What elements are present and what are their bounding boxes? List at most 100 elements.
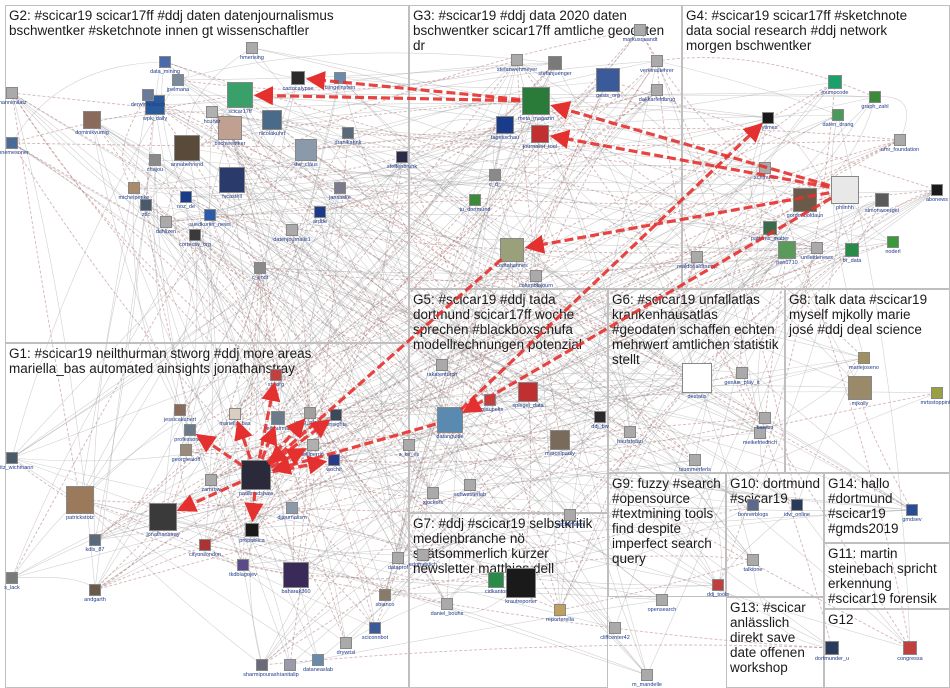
node-avatar-the-claus[interactable]: [295, 139, 317, 161]
node-avatar-tagesschau[interactable]: [496, 116, 514, 134]
node-avatar-schwesterlab[interactable]: [464, 479, 476, 491]
node-avatar-s-lack[interactable]: [6, 572, 18, 584]
node-avatar-journalist-tool[interactable]: [531, 125, 549, 143]
node-avatar-noz-de[interactable]: [180, 191, 192, 203]
node-avatar-jansaske[interactable]: [334, 182, 346, 194]
node-avatar-mariella-bas[interactable]: [229, 408, 241, 420]
node-avatar-data-mining[interactable]: [159, 56, 171, 68]
node-avatar-propublica[interactable]: [245, 523, 259, 537]
node-avatar-genius-play-it[interactable]: [736, 367, 748, 379]
node-avatar-haufstefan[interactable]: [624, 426, 636, 438]
node-avatar-krautreporter[interactable]: [506, 568, 536, 598]
node-avatar-destatis[interactable]: [682, 363, 712, 393]
node-avatar-cityunilondon[interactable]: [199, 539, 211, 551]
node-avatar-sciconnbot[interactable]: [369, 622, 381, 634]
node-avatar-m-mandelle[interactable]: [641, 669, 653, 681]
node-avatar-mjkolly[interactable]: [848, 376, 872, 400]
node-avatar-unileidenews[interactable]: [811, 242, 823, 254]
node-avatar-kdls-87[interactable]: [89, 534, 101, 546]
node-avatar-datanguide[interactable]: [437, 407, 463, 433]
node-avatar-mannimilatz[interactable]: [6, 87, 18, 99]
node-avatar-scicar17ff[interactable]: [227, 82, 253, 108]
node-avatar-steffenbrunk[interactable]: [396, 151, 408, 163]
node-avatar-daten-drang[interactable]: [832, 109, 844, 121]
node-avatar-ztlc[interactable]: [140, 199, 152, 211]
node-avatar-br-data[interactable]: [845, 243, 859, 257]
node-avatar-graph-zahl[interactable]: [869, 91, 881, 103]
node-avatar-cidkantor[interactable]: [488, 572, 504, 588]
node-avatar-suedkurier-news[interactable]: [204, 209, 216, 221]
node-avatar-amr-foundation[interactable]: [894, 134, 906, 146]
node-avatar-ainsights[interactable]: [330, 409, 342, 421]
node-avatar-dominikvumig[interactable]: [83, 111, 101, 129]
node-avatar-vereinaltehrer[interactable]: [651, 55, 663, 67]
node-avatar-columbiajourn[interactable]: [530, 270, 542, 282]
node-avatar-stworg[interactable]: [270, 369, 282, 381]
node-avatar-s-ke-es[interactable]: [403, 439, 415, 451]
node-avatar-meta-magazin[interactable]: [522, 87, 550, 115]
node-avatar-markusquandt[interactable]: [634, 24, 646, 36]
node-avatar-jonathanstray[interactable]: [149, 503, 177, 531]
node-avatar-correctiv-org[interactable]: [189, 229, 201, 241]
node-avatar-c-d-[interactable]: [489, 169, 501, 181]
node-avatar-spiegel-data[interactable]: [518, 382, 538, 402]
node-avatar-sbianco[interactable]: [379, 589, 391, 601]
node-avatar-andgarth[interactable]: [89, 584, 101, 596]
node-avatar-pen1710[interactable]: [778, 241, 796, 259]
node-avatar-gmdsev[interactable]: [906, 504, 918, 516]
node-avatar-bonnerblogs[interactable]: [747, 499, 759, 511]
node-avatar-stefanjuenger[interactable]: [548, 56, 562, 70]
node-avatar-datenjournalis1[interactable]: [286, 224, 298, 236]
node-avatar-sjockers[interactable]: [427, 487, 439, 499]
node-avatar-baharak360[interactable]: [283, 562, 309, 588]
node-avatar-hcuhar[interactable]: [206, 106, 218, 118]
node-avatar-fvcastell[interactable]: [219, 167, 245, 193]
node-avatar-chajou[interactable]: [149, 154, 161, 166]
node-avatar-simonwoergei[interactable]: [875, 193, 889, 207]
node-avatar-edomestich[interactable]: [417, 549, 429, 561]
node-avatar-cootahannes[interactable]: [500, 238, 524, 262]
node-avatar-meikefriedrich[interactable]: [754, 427, 766, 439]
node-avatar-c-endt[interactable]: [254, 262, 266, 274]
node-avatar-nytimes[interactable]: [762, 112, 774, 124]
node-avatar-patrickstotz[interactable]: [66, 486, 94, 514]
node-avatar-mariejoseno[interactable]: [858, 352, 870, 364]
node-avatar-paulbradshaw[interactable]: [241, 460, 271, 490]
node-avatar-jessicakunert[interactable]: [174, 404, 186, 416]
node-avatar-pschlimsen[interactable]: [564, 509, 576, 521]
node-avatar-cartocalypse[interactable]: [291, 71, 305, 85]
node-avatar-annabehrend[interactable]: [174, 135, 200, 161]
node-avatar-phlinhh[interactable]: [831, 176, 859, 204]
node-avatar-tkdblagojev[interactable]: [237, 559, 249, 571]
node-avatar-drywrisl[interactable]: [340, 637, 352, 649]
node-avatar-gesis-org[interactable]: [596, 68, 620, 92]
node-avatar-ardde[interactable]: [314, 206, 326, 218]
node-avatar-michelpenke[interactable]: [128, 182, 140, 194]
node-avatar-dahlizen[interactable]: [160, 216, 172, 228]
node-avatar-reporterella[interactable]: [554, 604, 566, 616]
node-avatar-jpelmana[interactable]: [172, 74, 184, 86]
node-avatar-dranikahnk[interactable]: [342, 127, 354, 139]
node-avatar-tu-dortmund[interactable]: [469, 194, 481, 206]
node-avatar-realdonaldtrump[interactable]: [691, 251, 703, 263]
node-avatar-anitalip[interactable]: [284, 659, 296, 671]
node-avatar-dakkarfeldbrug[interactable]: [651, 84, 663, 96]
node-avatar-dataprof[interactable]: [392, 552, 404, 564]
node-avatar-hmerising[interactable]: [246, 42, 258, 54]
node-avatar-zamrow[interactable]: [205, 474, 217, 486]
node-avatar-professorkim[interactable]: [184, 424, 196, 436]
node-avatar-idw-online[interactable]: [791, 499, 803, 511]
node-avatar-cliffcenter42[interactable]: [609, 622, 621, 634]
node-avatar-opensearch[interactable]: [656, 594, 668, 606]
node-avatar-neilthurman[interactable]: [271, 411, 285, 425]
node-avatar-djjournalism[interactable]: [286, 502, 298, 514]
node-avatar-marcelpauly[interactable]: [550, 430, 570, 450]
node-avatar-moritz-wichmann[interactable]: [6, 452, 18, 464]
node-avatar-derwinterbach[interactable]: [142, 89, 154, 101]
node-avatar-mrtsstoppinte[interactable]: [931, 387, 943, 399]
node-avatar-sharmipourashi[interactable]: [256, 659, 268, 671]
node-avatar-joumocode[interactable]: [828, 75, 842, 89]
node-avatar-joerg-pfeiffer[interactable]: [304, 407, 316, 419]
node-avatar-tsummerferls[interactable]: [689, 454, 701, 466]
node-avatar-daniel-bouhs[interactable]: [441, 598, 453, 610]
